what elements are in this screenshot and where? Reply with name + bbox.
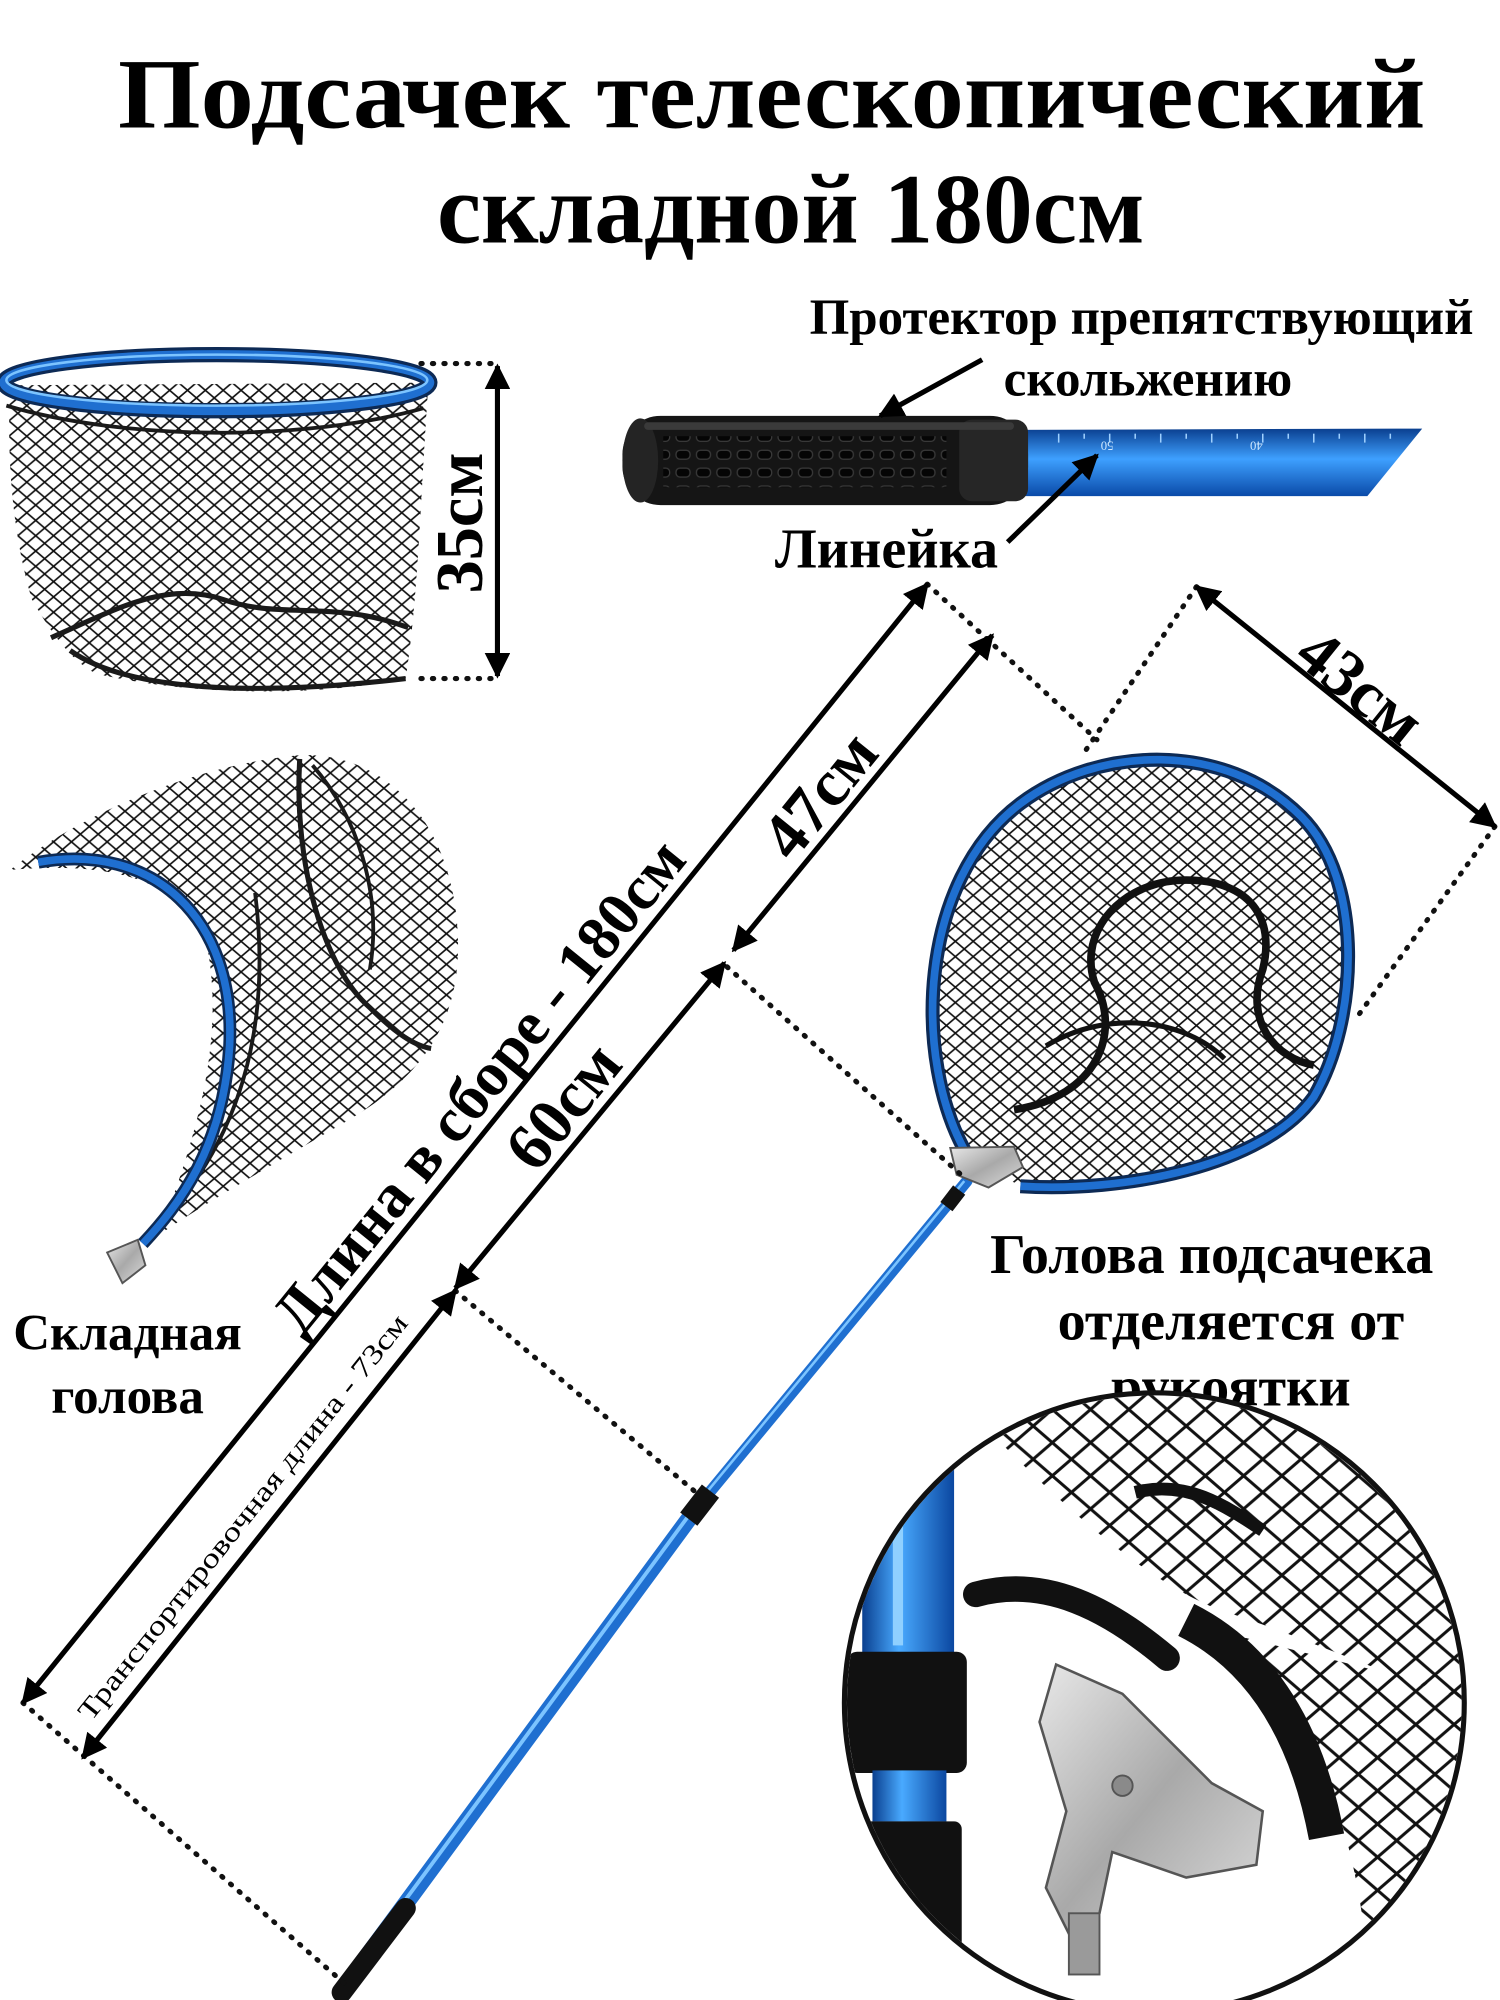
closeup-net-band [963, 1576, 1180, 1671]
arrow-73 [80, 1288, 458, 1760]
closeup-tube-upper [862, 1395, 955, 1665]
pole-upper-highlight [699, 1180, 966, 1501]
net-side-mesh [9, 382, 429, 692]
closeup-collar-lower [857, 1821, 962, 1975]
net-side-rim-highlight [5, 353, 429, 407]
closeup-net-band-3 [1133, 1482, 1267, 1536]
dotted-180-top [924, 581, 1100, 743]
label-width-43: 43см [1283, 615, 1439, 760]
net-head-band [1013, 876, 1315, 1114]
closeup-mesh [950, 1395, 1462, 1703]
net-head-band-2 [1044, 1020, 1227, 1061]
closeup-border [841, 1390, 1467, 2000]
closeup-tube-shine [892, 1395, 904, 1646]
label-protector-line-1: Протектор препятствующий [810, 290, 1474, 346]
label-detach-line-2: отделяется от [1058, 1290, 1405, 1352]
dotted-180-bottom [20, 1700, 347, 1986]
label-segment-47: 47см [747, 717, 892, 872]
folded-connector [105, 1238, 147, 1285]
pole-grip [331, 1897, 416, 2000]
closeup-collar-upper [846, 1651, 967, 1773]
ruler-ticks [1057, 433, 1392, 443]
closeup-net-band-2 [1177, 1603, 1345, 1841]
label-ruler: Линейка [775, 519, 998, 581]
title-line-2: складной 180см [437, 153, 1145, 264]
net-head-mesh [932, 759, 1349, 1188]
label-folding-line-1: Складная [13, 1305, 242, 1361]
handle-grip-shine [644, 422, 1015, 430]
pole-joint [680, 1484, 720, 1526]
arrow-47 [731, 633, 995, 953]
closeup-mesh-lower [1224, 1632, 1462, 1939]
pole-top-collar [940, 1185, 966, 1212]
handle-grip-dimples [663, 436, 947, 488]
dotted-60-73 [452, 1288, 702, 1498]
handle-grip-cap [622, 418, 659, 503]
arrow-60 [453, 961, 727, 1291]
closeup-bolt [1067, 1912, 1101, 1976]
ruler-mark-40: 40 [1250, 438, 1263, 452]
label-height-35: 35см [424, 452, 497, 593]
handle-view: 50 40 [622, 415, 1423, 506]
label-folding-line-2: голова [51, 1369, 204, 1425]
title-line-1: Подсачек телескопический [118, 39, 1425, 150]
arrow-protector [877, 357, 984, 419]
label-protector-line-2: скольжению [1004, 351, 1293, 407]
handle-tube [1014, 428, 1423, 497]
closeup-rivet [1111, 1774, 1134, 1797]
closeup-tube-middle [872, 1770, 947, 1822]
arrow-ruler [1005, 453, 1099, 544]
arrow-43 [1194, 584, 1497, 829]
ruler-mark-50: 50 [1101, 438, 1114, 452]
pole-upper [693, 1175, 973, 1511]
net-side-top-edge [5, 403, 424, 435]
net-side-view [0, 346, 438, 692]
net-head-connector [949, 1145, 1025, 1189]
label-detach-line-1: Голова подсачека [990, 1224, 1433, 1286]
handle-grip-collar [959, 419, 1029, 502]
dotted-43-top [1081, 584, 1199, 756]
dotted-43-bottom [1352, 823, 1498, 1023]
connector-closeup [841, 1390, 1467, 2000]
closeup-connector [1038, 1662, 1265, 1941]
